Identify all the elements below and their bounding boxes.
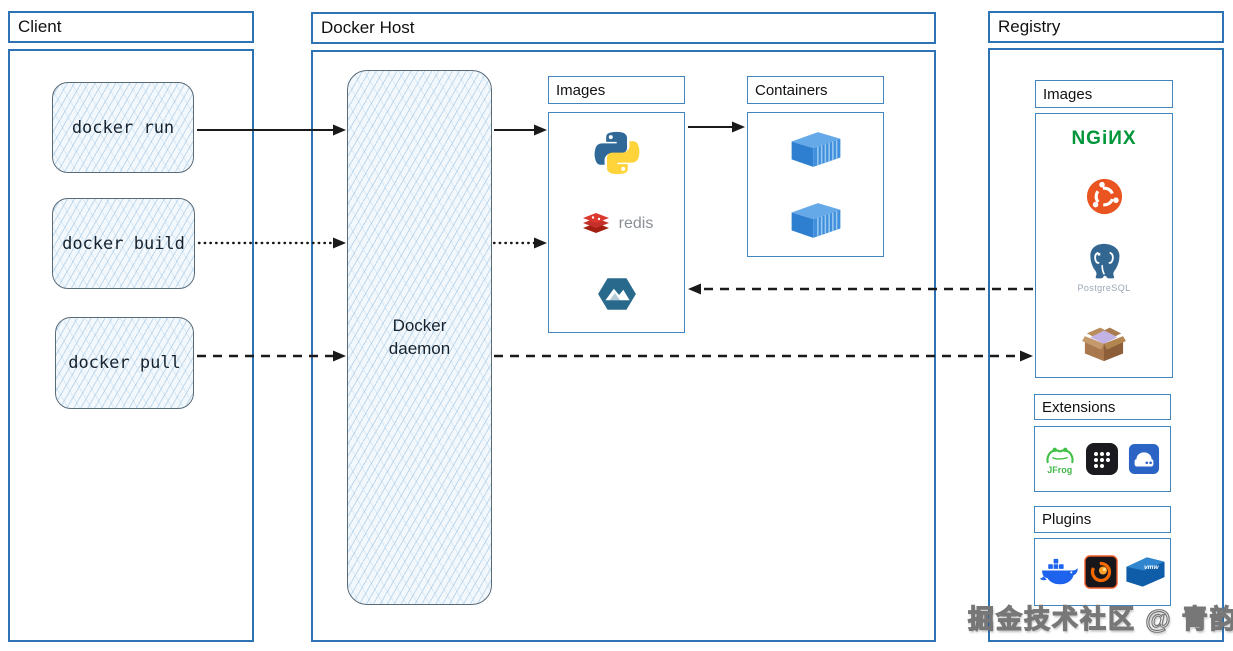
- registry-title-box: Registry: [988, 11, 1224, 43]
- postgresql-logo-block: PostgreSQL: [1077, 242, 1130, 293]
- jfrog-logo-block: JFrog: [1045, 444, 1075, 475]
- host-images-panel: redis: [548, 112, 685, 333]
- host-images-title-box: Images: [548, 76, 685, 104]
- docker-whale-icon: [1040, 558, 1078, 585]
- docker-pull-box: docker pull: [55, 317, 194, 409]
- plugins-title-box: Plugins: [1034, 506, 1171, 533]
- arrowhead: [534, 124, 547, 136]
- busybox-box-logo: [1082, 327, 1126, 362]
- mountain-hexagon-logo: [597, 278, 636, 310]
- vmware-label: vmw: [1144, 564, 1160, 571]
- redis-logo: [582, 213, 609, 234]
- redis-label: redis: [618, 215, 654, 233]
- arrowhead: [732, 121, 745, 133]
- postgresql-logo: [1090, 244, 1120, 279]
- containers-title-box: Containers: [747, 76, 884, 104]
- registry-title: Registry: [998, 17, 1061, 36]
- plugins-title: Plugins: [1042, 511, 1092, 528]
- client-title-box: Client: [8, 11, 254, 43]
- docker-host-title-box: Docker Host: [311, 12, 936, 44]
- docker-run-box: docker run: [52, 82, 194, 173]
- containers-panel: [747, 112, 884, 257]
- extensions-panel: JFrog: [1034, 426, 1171, 492]
- registry-images-title: Images: [1043, 85, 1093, 103]
- host-images-title: Images: [556, 81, 606, 99]
- jfrog-logo: [1046, 447, 1074, 463]
- extensions-title-box: Extensions: [1034, 394, 1171, 420]
- docker-pull-label: docker pull: [68, 353, 181, 373]
- containers-title: Containers: [755, 81, 828, 99]
- docker-daemon-box: Docker daemon: [347, 70, 492, 605]
- extensions-title: Extensions: [1042, 398, 1116, 416]
- docker-daemon-label: Docker daemon: [388, 316, 451, 358]
- arrowhead: [333, 350, 346, 362]
- docker-build-label: docker build: [62, 233, 185, 254]
- arrowhead: [534, 237, 547, 249]
- nginx-logo: NGiИX: [1071, 127, 1137, 149]
- container-icon: [791, 203, 840, 239]
- arrowhead: [333, 124, 346, 136]
- watermark-text: 掘金技术社区 @ 青韵: [967, 603, 1233, 634]
- arrowhead: [688, 283, 701, 295]
- client-title: Client: [18, 17, 62, 36]
- redis-logo-row: redis: [580, 210, 654, 238]
- docker-run-label: docker run: [71, 117, 175, 138]
- jfrog-label: JFrog: [1047, 464, 1073, 475]
- plugins-panel: vmw: [1034, 538, 1171, 606]
- arrowhead: [333, 237, 346, 249]
- postgresql-label: PostgreSQL: [1077, 283, 1131, 294]
- docker-host-title: Docker Host: [321, 18, 415, 37]
- registry-images-title-box: Images: [1035, 80, 1173, 108]
- dots-grid-app-icon: [1085, 443, 1118, 475]
- docker-build-box: docker build: [52, 198, 195, 289]
- arrowhead: [1020, 350, 1033, 362]
- registry-images-panel: NGiИX PostgreSQL: [1035, 113, 1173, 378]
- server-app-icon: [1129, 443, 1160, 475]
- grafana-icon: [1083, 555, 1118, 589]
- vmware-icon: vmw: [1126, 557, 1165, 587]
- container-icon: [791, 131, 840, 167]
- ubuntu-logo: [1086, 178, 1122, 214]
